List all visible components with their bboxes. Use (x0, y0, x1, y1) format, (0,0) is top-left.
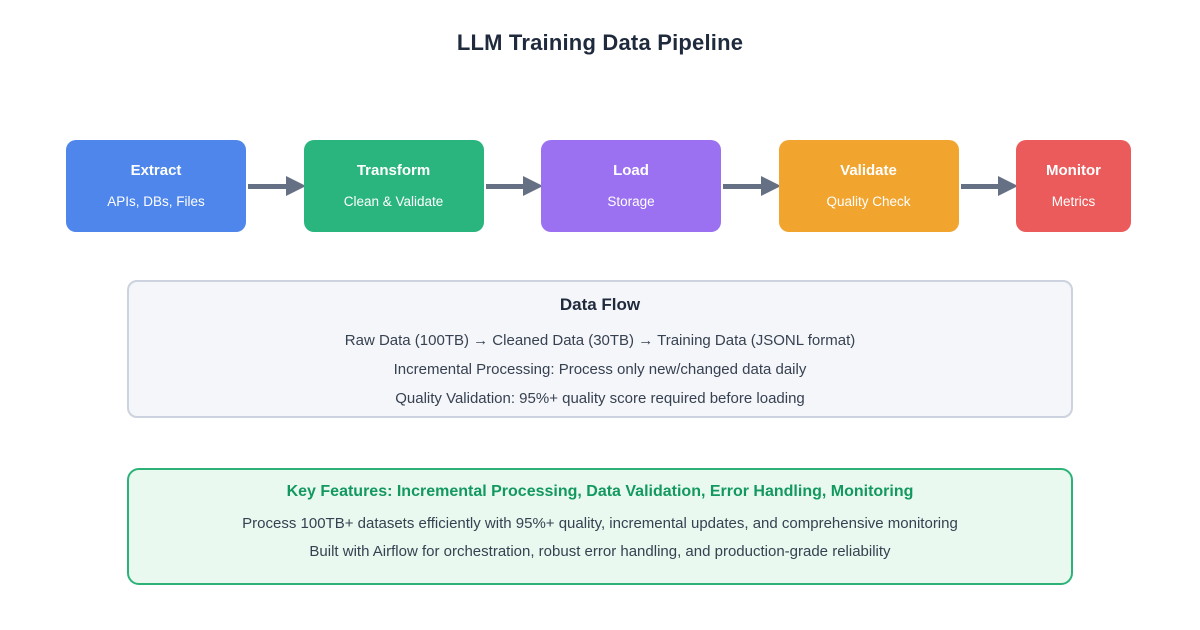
key-features-line: Built with Airflow for orchestration, ro… (309, 543, 891, 560)
arrow-line (960, 183, 998, 189)
stage-validate-sublabel: Quality Check (826, 194, 911, 209)
stage-extract-label: Extract (130, 162, 182, 179)
arrow-head (285, 176, 306, 196)
stage-monitor: Monitor Metrics (1016, 140, 1131, 232)
page-title: LLM Training Data Pipeline (456, 30, 744, 55)
arrow-line (485, 183, 523, 189)
arrow-right-icon (721, 140, 781, 232)
arrow-line (248, 183, 286, 189)
stage-monitor-sublabel: Metrics (1051, 194, 1096, 209)
arrow-line (723, 183, 761, 189)
stage-transform-label: Transform (356, 162, 431, 179)
data-flow-line: Quality Validation: 95%+ quality score r… (395, 390, 805, 407)
data-flow-line: Raw Data (100TB) → Cleaned Data (30TB) →… (344, 332, 856, 349)
stage-validate: Validate Quality Check (778, 140, 959, 232)
key-features-panel: Key Features: Incremental Processing, Da… (127, 468, 1073, 585)
stage-extract: Extract APIs, DBs, Files (66, 140, 246, 232)
key-features-lines: Process 100TB+ datasets efficiently with… (129, 510, 1071, 566)
stage-transform: Transform Clean & Validate (303, 140, 484, 232)
pipeline-row: Extract APIs, DBs, Files Transform Clean… (66, 140, 1131, 232)
stage-load: Load Storage (541, 140, 721, 232)
key-features-title: Key Features: Incremental Processing, Da… (286, 483, 914, 500)
stage-extract-sublabel: APIs, DBs, Files (107, 194, 205, 209)
arrow-right-icon (959, 140, 1018, 232)
arrow-right-icon (484, 140, 543, 232)
stage-monitor-label: Monitor (1046, 162, 1101, 179)
stage-validate-label: Validate (840, 162, 897, 179)
data-flow-panel: Data Flow Raw Data (100TB) → Cleaned Dat… (127, 280, 1073, 418)
arrow-head (760, 176, 781, 196)
stage-transform-sublabel: Clean & Validate (343, 194, 444, 209)
arrow-head (998, 176, 1018, 196)
arrow-head (523, 176, 543, 196)
data-flow-title: Data Flow (559, 295, 641, 314)
stage-load-sublabel: Storage (607, 194, 655, 209)
key-features-line: Process 100TB+ datasets efficiently with… (242, 515, 958, 532)
stage-load-label: Load (613, 162, 649, 179)
data-flow-lines: Raw Data (100TB) → Cleaned Data (30TB) →… (129, 326, 1071, 413)
data-flow-line: Incremental Processing: Process only new… (393, 361, 807, 378)
arrow-right-icon (246, 140, 306, 232)
